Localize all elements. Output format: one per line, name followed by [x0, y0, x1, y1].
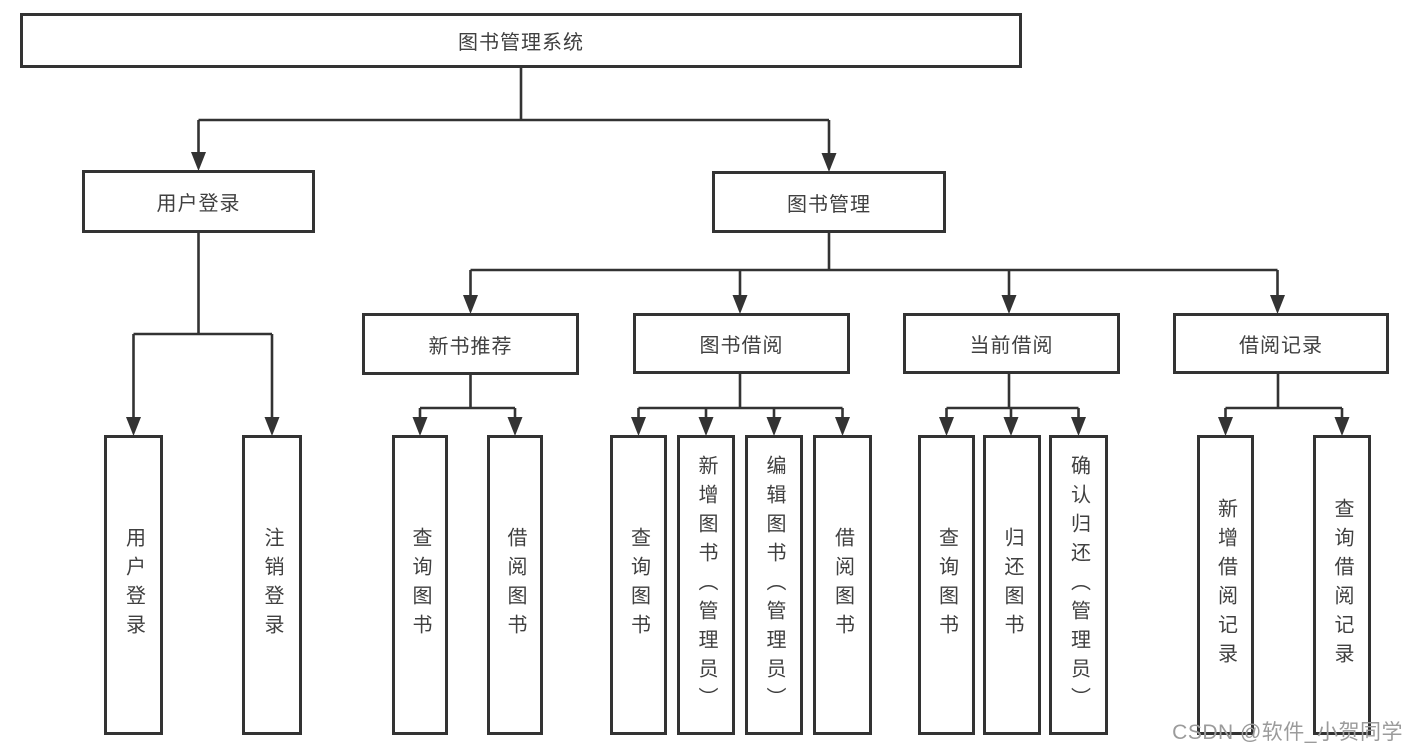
node-label: 用户登录	[122, 527, 145, 643]
node-label: 借阅记录	[1239, 335, 1323, 357]
node-book-borrow: 图书借阅	[633, 313, 850, 374]
leaf-borrow-books: 借阅图书	[813, 435, 872, 735]
node-borrow-records: 借阅记录	[1173, 313, 1389, 374]
node-label: 用户登录	[156, 193, 241, 215]
node-book-management: 图书管理	[712, 171, 946, 233]
node-label: 图书借阅	[699, 335, 784, 357]
node-label: 借阅图书	[831, 527, 854, 643]
node-label: 查询图书	[935, 527, 958, 643]
node-label: 图书管理系统	[458, 32, 584, 54]
leaf-query-books-recommend: 查询图书	[392, 435, 448, 735]
node-label: 新增图书（管理员）	[695, 454, 717, 716]
leaf-add-borrow-record: 新增借阅记录	[1197, 435, 1254, 735]
node-label: 查询图书	[627, 527, 650, 643]
node-new-book-recommend: 新书推荐	[362, 313, 579, 375]
node-label: 注销登录	[261, 527, 283, 643]
leaf-edit-books-admin: 编辑图书（管理员）	[745, 435, 803, 735]
node-label: 编辑图书（管理员）	[763, 454, 785, 716]
leaf-query-books-borrow: 查询图书	[610, 435, 667, 735]
csdn-watermark: CSDN @软件_小贺同学	[1172, 721, 1403, 744]
leaf-borrow-books-recommend: 借阅图书	[487, 435, 543, 735]
node-label: 新增借阅记录	[1214, 498, 1237, 672]
leaf-query-books-current: 查询图书	[918, 435, 975, 735]
node-label: 归还图书	[1001, 527, 1023, 643]
node-label: 图书管理	[787, 193, 871, 216]
node-user-login-branch: 用户登录	[82, 170, 315, 233]
node-label: 当前借阅	[969, 335, 1054, 357]
node-current-borrow: 当前借阅	[903, 313, 1120, 374]
node-label: 确认归还（管理员）	[1067, 454, 1090, 716]
node-label: 新书推荐	[428, 335, 513, 358]
leaf-user-login: 用户登录	[104, 435, 163, 735]
node-root-system: 图书管理系统	[20, 13, 1022, 68]
leaf-add-books-admin: 新增图书（管理员）	[677, 435, 735, 735]
node-label: 借阅图书	[504, 527, 526, 643]
node-label: 查询图书	[409, 527, 431, 643]
leaf-confirm-return-admin: 确认归还（管理员）	[1049, 435, 1108, 735]
leaf-logout: 注销登录	[242, 435, 302, 735]
leaf-query-borrow-record: 查询借阅记录	[1313, 435, 1371, 735]
node-label: 查询借阅记录	[1331, 498, 1353, 672]
leaf-return-books: 归还图书	[983, 435, 1041, 735]
